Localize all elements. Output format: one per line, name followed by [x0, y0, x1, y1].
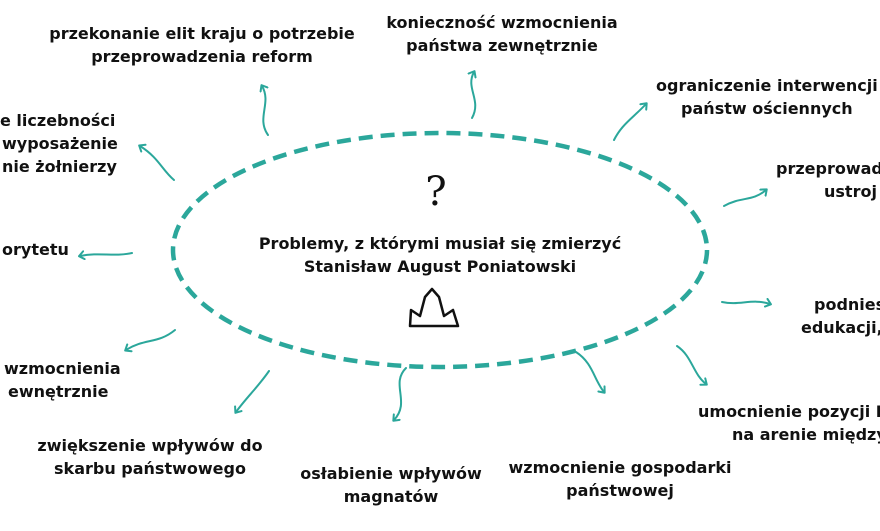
label-magnates: osłabienie wpływów magnatów — [300, 462, 482, 508]
label-line: podnies — [814, 295, 880, 314]
label-education: podnies edukacji, — [801, 293, 880, 339]
label-line: państw ościennych — [681, 99, 853, 118]
label-line: konieczność wzmocnienia — [386, 13, 618, 32]
arrow-international-position — [676, 345, 708, 386]
central-ellipse — [170, 130, 710, 370]
label-international-position: umocnienie pozycji P na arenie między — [698, 400, 880, 446]
arrow-limit-intervention — [613, 102, 648, 141]
label-line: umocnienie pozycji P — [698, 402, 880, 421]
label-limit-intervention: ograniczenie interwencji państw ościenny… — [656, 74, 878, 120]
label-line: orytetu — [2, 240, 69, 259]
label-line: zwiększenie wpływów do — [37, 436, 263, 455]
label-line: wzmocnienia — [4, 359, 121, 378]
label-line: osłabienie wpływów — [300, 464, 482, 483]
label-line: magnatów — [343, 487, 439, 506]
label-state-internal: wzmocnienia ewnętrznie — [0, 357, 121, 403]
label-reform-elite: przekonanie elit kraju o potrzebie przep… — [49, 22, 355, 68]
label-line: ograniczenie interwencji — [656, 76, 878, 95]
label-line: państwowej — [566, 481, 674, 500]
label-line: ewnętrznie — [8, 382, 109, 401]
label-army: e liczebności wyposażenie nie żołnierzy — [0, 109, 118, 178]
label-line: na arenie między — [732, 425, 880, 444]
label-line: przeprowadzenia reform — [91, 47, 313, 66]
label-line: wyposażenie — [2, 134, 118, 153]
label-economy: wzmocnienie gospodarki państwowej — [509, 456, 732, 502]
crown-icon — [408, 287, 460, 328]
central-topic-line1: Problemy, z którymi musiał się zmierzyć — [258, 234, 622, 253]
arrows — [78, 70, 772, 422]
arrow-treasury — [234, 370, 270, 414]
arrow-army — [138, 143, 175, 181]
arrow-system-reform — [723, 188, 768, 207]
label-authority: orytetu — [0, 238, 69, 261]
label-line: e liczebności — [0, 111, 116, 130]
label-line: skarbu państwowego — [54, 459, 246, 478]
label-line: edukacji, — [801, 318, 880, 337]
arrow-state-external — [467, 70, 477, 119]
central-topic: Problemy, z którymi musiał się zmierzyć … — [259, 232, 621, 278]
label-line: przekonanie elit kraju o potrzebie — [49, 24, 355, 43]
label-state-external: konieczność wzmocnienia państwa zewnętrz… — [386, 11, 617, 57]
label-line: nie żołnierzy — [2, 157, 117, 176]
label-line: przeprowad — [776, 159, 880, 178]
label-line: wzmocnienie gospodarki — [508, 458, 732, 477]
question-mark-icon: ? — [425, 169, 446, 215]
label-line: państwa zewnętrznie — [406, 36, 598, 55]
arrow-economy — [575, 351, 606, 394]
arrow-authority — [78, 250, 133, 261]
label-system-reform: przeprowad ustroj — [776, 157, 880, 203]
arrow-education — [721, 297, 772, 308]
label-line: ustroj — [824, 182, 877, 201]
central-topic-line2: Stanisław August Poniatowski — [303, 257, 577, 276]
label-treasury: zwiększenie wpływów do skarbu państwoweg… — [37, 434, 262, 480]
arrow-reform-elite — [259, 84, 269, 136]
arrow-magnates — [392, 367, 407, 422]
arrow-state-internal — [124, 329, 176, 353]
